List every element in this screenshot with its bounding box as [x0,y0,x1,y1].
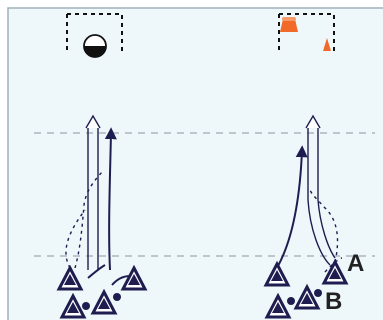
ball-marker [113,293,121,301]
run-path-right [277,145,308,267]
pass-arrow-right [305,114,336,266]
cone-icon [323,38,331,51]
goal-right [278,13,335,52]
ball-marker [287,297,295,305]
player-label-b: B [325,288,343,315]
triangle-marker-icon [90,288,118,315]
run-path-left [104,127,117,271]
triangle-marker-icon [264,292,292,319]
pitch-area [7,7,383,320]
dribble-path-right [309,189,339,263]
player-label-a: A [347,250,365,277]
ball-marker [314,289,322,297]
soccer-ball-icon [83,34,107,58]
triangle-marker-icon [321,258,349,285]
triangle-marker-icon [59,292,87,319]
triangle-marker-icon [293,283,321,310]
triangle-marker-icon [263,260,291,287]
triangle-marker-icon [120,264,148,291]
run-path-left-curl-2 [87,264,106,279]
ball-marker [82,302,90,310]
goal-left [66,13,123,52]
dribble-path-left [74,171,103,269]
cone-icon [280,17,298,32]
pass-arrow-left [85,114,101,270]
dribble-path-left-2 [65,209,86,269]
triangle-marker-icon [56,264,84,291]
